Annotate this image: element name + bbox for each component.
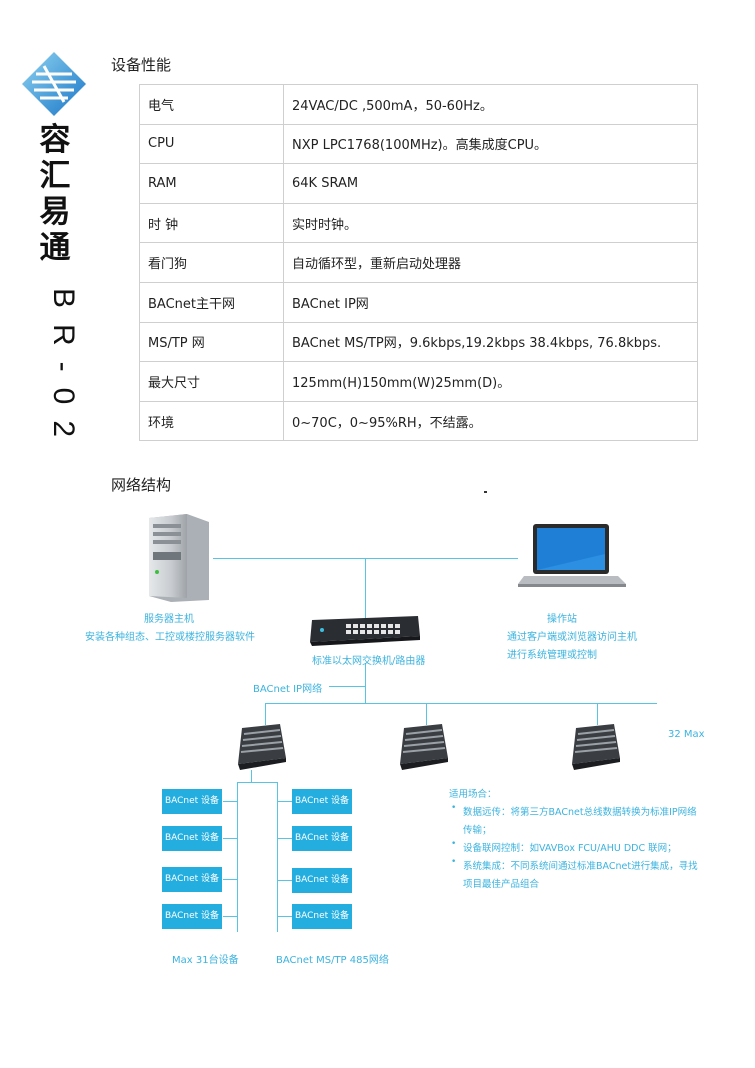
spec-value: 实时时钟。 bbox=[283, 202, 698, 244]
spec-section-title: 设备性能 bbox=[111, 56, 172, 74]
spec-key: MS/TP 网 bbox=[139, 321, 284, 363]
spec-row: 时 钟实时时钟。 bbox=[139, 202, 698, 244]
spec-value: BACnet IP网 bbox=[283, 281, 698, 323]
line-to-switch bbox=[365, 558, 366, 618]
stub-r2 bbox=[277, 838, 292, 839]
bacnet-device-box: BACnet 设备 bbox=[292, 826, 352, 851]
line-drop-2 bbox=[426, 703, 427, 725]
gateway-icon-1 bbox=[238, 724, 286, 770]
line-ip-label bbox=[329, 686, 365, 687]
application-2-line-1: 设备联网控制：如VAVBox FCU/AHU DDC 联网； bbox=[463, 843, 677, 854]
stub-l1 bbox=[223, 801, 237, 802]
stub-l2 bbox=[223, 838, 237, 839]
spec-key: 最大尺寸 bbox=[139, 361, 284, 402]
server-icon bbox=[149, 514, 209, 602]
spec-value: BACnet MS/TP网，9.6kbps,19.2kbps 38.4kbps,… bbox=[283, 321, 698, 363]
bullet-mark: • bbox=[451, 839, 457, 849]
stub-r1 bbox=[277, 801, 292, 802]
bacnet-device-box: BACnet 设备 bbox=[162, 867, 222, 892]
bullet-mark: • bbox=[451, 857, 457, 867]
spec-key: RAM bbox=[139, 163, 284, 204]
max-devices-label: Max 31台设备 bbox=[172, 955, 239, 966]
spec-value: 24VAC/DC ,500mA，50-60Hz。 bbox=[283, 84, 698, 125]
spec-value: NXP LPC1768(100MHz)。高集成度CPU。 bbox=[283, 123, 698, 165]
workstation-label: 操作站 bbox=[547, 614, 577, 625]
line-drop-1 bbox=[265, 703, 266, 725]
bacnet-device-box: BACnet 设备 bbox=[162, 904, 222, 929]
spec-value: 64K SRAM bbox=[283, 163, 698, 204]
application-1-line-2: 传输； bbox=[463, 825, 492, 836]
spec-key: 环境 bbox=[139, 400, 284, 442]
network-section-title: 网络结构 bbox=[111, 476, 172, 494]
switch-icon bbox=[310, 616, 420, 646]
model-code: BR-02 bbox=[47, 288, 80, 454]
server-label: 服务器主机 bbox=[144, 614, 194, 625]
bacnet-device-box: BACnet 设备 bbox=[162, 789, 222, 814]
stub-r3 bbox=[277, 880, 292, 881]
laptop-icon bbox=[518, 524, 626, 587]
bacnet-device-box: BACnet 设备 bbox=[292, 868, 352, 893]
applications-title: 适用场合： bbox=[449, 789, 497, 800]
bullet-mark: • bbox=[451, 803, 457, 813]
brand-logo-icon bbox=[22, 52, 86, 116]
bacnet-device-box: BACnet 设备 bbox=[162, 826, 222, 851]
gateway-icon-2 bbox=[400, 724, 448, 770]
spec-row: 看门狗自动循环型，重新启动处理器 bbox=[139, 242, 698, 283]
spec-key: 电气 bbox=[139, 84, 284, 125]
spec-key: BACnet主干网 bbox=[139, 281, 284, 323]
stray-mark bbox=[484, 491, 487, 493]
mstp-network-label: BACnet MS/TP 485网络 bbox=[276, 955, 389, 966]
line-mstp-a bbox=[237, 782, 238, 932]
line-gw-down bbox=[251, 770, 252, 782]
line-mstp-b bbox=[277, 782, 278, 932]
line-mstp-top bbox=[237, 782, 277, 783]
application-3-line-2: 项目最佳产品组合 bbox=[463, 879, 540, 890]
spec-key: 时 钟 bbox=[139, 202, 284, 244]
line-drop-3 bbox=[597, 703, 598, 725]
spec-key: 看门狗 bbox=[139, 242, 284, 283]
gateway-icon-3 bbox=[572, 724, 620, 770]
line-ip-bus bbox=[265, 703, 657, 704]
workstation-desc-2: 进行系统管理或控制 bbox=[507, 650, 597, 661]
spec-key: CPU bbox=[139, 123, 284, 165]
bacnet-device-box: BACnet 设备 bbox=[292, 789, 352, 814]
max-gateways-label: 32 Max bbox=[668, 729, 705, 740]
application-3-line-1: 系统集成：不同系统间通过标准BACnet进行集成，寻找 bbox=[463, 861, 698, 872]
spec-value: 0~70C，0~95%RH，不结露。 bbox=[283, 400, 698, 442]
ip-network-label: BACnet IP网络 bbox=[253, 684, 323, 695]
application-1-line-1: 数据远传：将第三方BACnet总线数据转换为标准IP网络 bbox=[463, 807, 697, 818]
stub-l3 bbox=[223, 879, 237, 880]
stub-r4 bbox=[277, 916, 292, 917]
stub-l4 bbox=[223, 916, 237, 917]
spec-value: 125mm(H)150mm(W)25mm(D)。 bbox=[283, 361, 698, 402]
bacnet-device-box: BACnet 设备 bbox=[292, 904, 352, 929]
workstation-desc-1: 通过客户端或浏览器访问主机 bbox=[507, 632, 637, 643]
line-switch-down bbox=[365, 663, 366, 703]
switch-label: 标准以太网交换机/路由器 bbox=[312, 656, 426, 667]
brand-name: 容汇易通 bbox=[39, 122, 71, 266]
spec-value: 自动循环型，重新启动处理器 bbox=[283, 242, 698, 283]
server-desc: 安装各种组态、工控或楼控服务器软件 bbox=[85, 632, 255, 643]
